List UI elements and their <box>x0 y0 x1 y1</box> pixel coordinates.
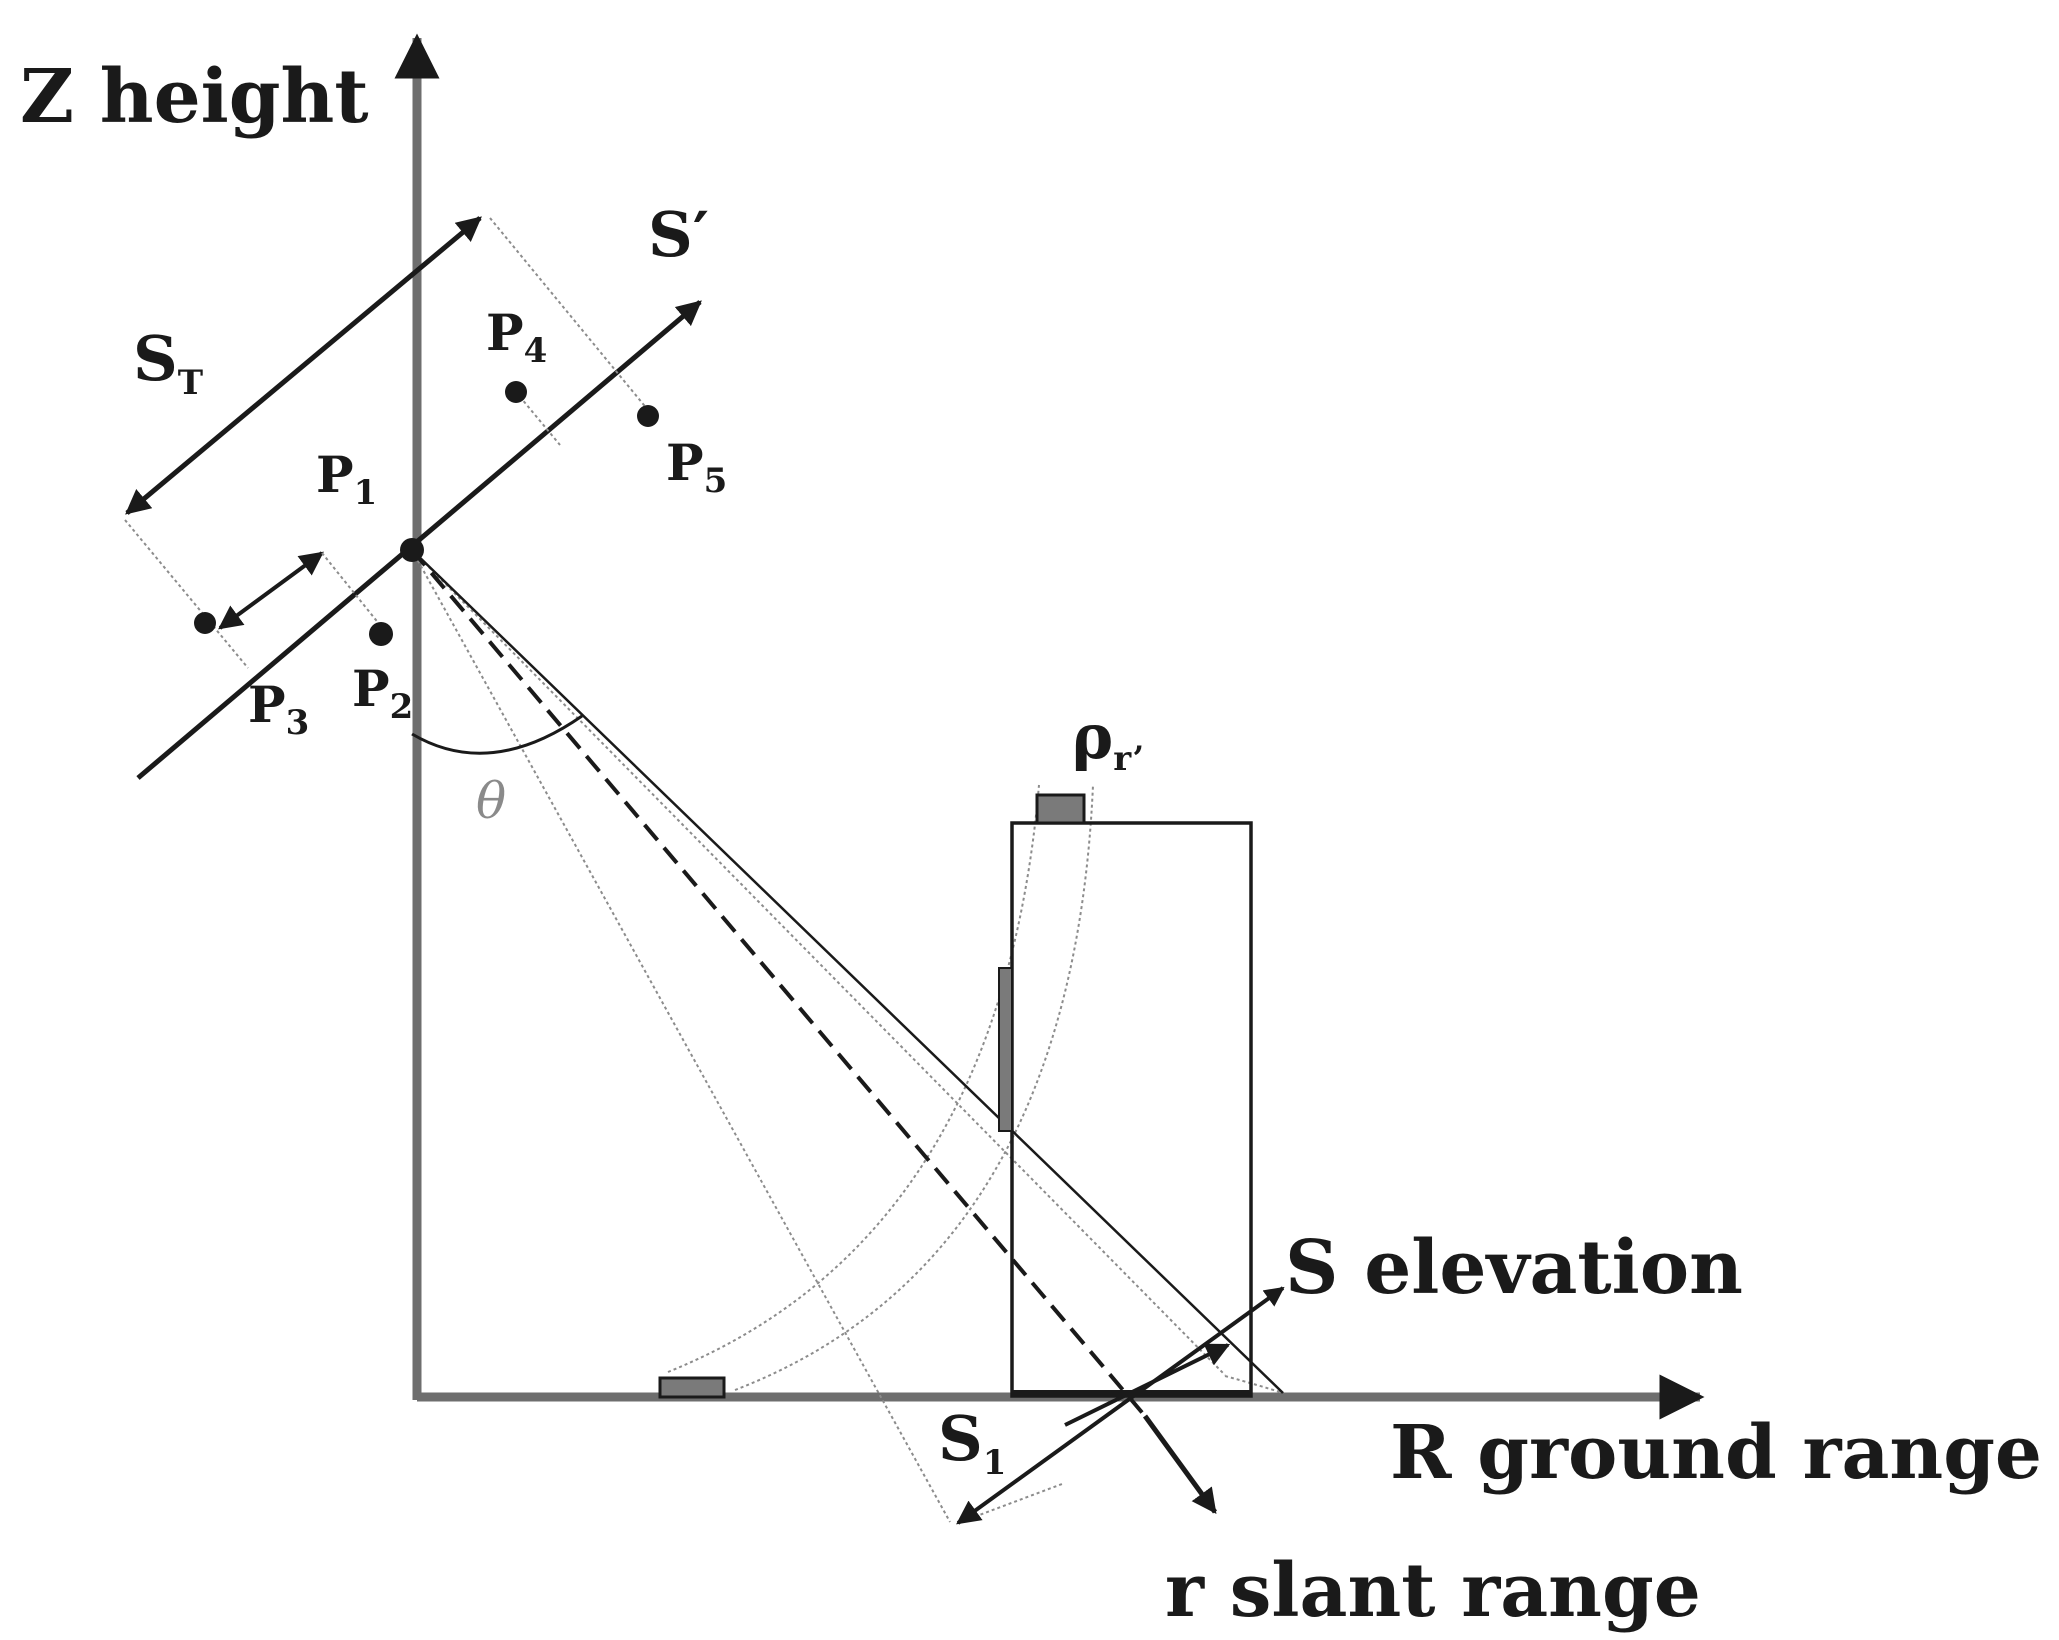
ground-patch <box>658 1376 726 1399</box>
extension-lines <box>124 217 1284 1524</box>
r-axis-label: R ground range <box>1390 1410 2042 1496</box>
p5-label: P5 <box>666 433 727 501</box>
s-t-label: ST <box>133 322 203 403</box>
s-elevation-label: S elevation <box>1285 1225 1743 1311</box>
s-prime-label: S′ <box>648 198 709 271</box>
roof-patch <box>1035 793 1086 825</box>
s-elevation-arrow <box>956 1286 1285 1525</box>
s-1-arrow <box>1064 1343 1231 1427</box>
beam-edge-line <box>411 549 1284 1394</box>
baseline-spacing-arrow <box>218 551 324 630</box>
theta-label: θ <box>476 772 506 830</box>
p3-label: P3 <box>248 675 309 743</box>
rho-label: ρr’ <box>1072 700 1144 779</box>
p5-point <box>637 405 659 427</box>
s-prime-axis <box>136 300 702 780</box>
slant-range-line <box>410 548 1147 1418</box>
p3-point <box>194 612 216 634</box>
theta-arc <box>411 714 583 755</box>
s-1-label: S1 <box>938 1402 1006 1483</box>
slant-range-label: r slant range <box>1165 1548 1701 1634</box>
p4-label: P4 <box>486 303 547 371</box>
p4-point <box>505 381 527 403</box>
wall-patch <box>998 967 1013 1132</box>
p2-point <box>369 622 393 646</box>
z-axis-label: Z height <box>20 54 369 140</box>
slant-range-arrow <box>1142 1414 1218 1515</box>
building <box>1010 821 1253 1398</box>
s-t-arrow <box>125 216 482 515</box>
p2-label: P2 <box>352 659 413 727</box>
p1-point <box>400 538 424 562</box>
p1-label: P1 <box>316 445 377 513</box>
